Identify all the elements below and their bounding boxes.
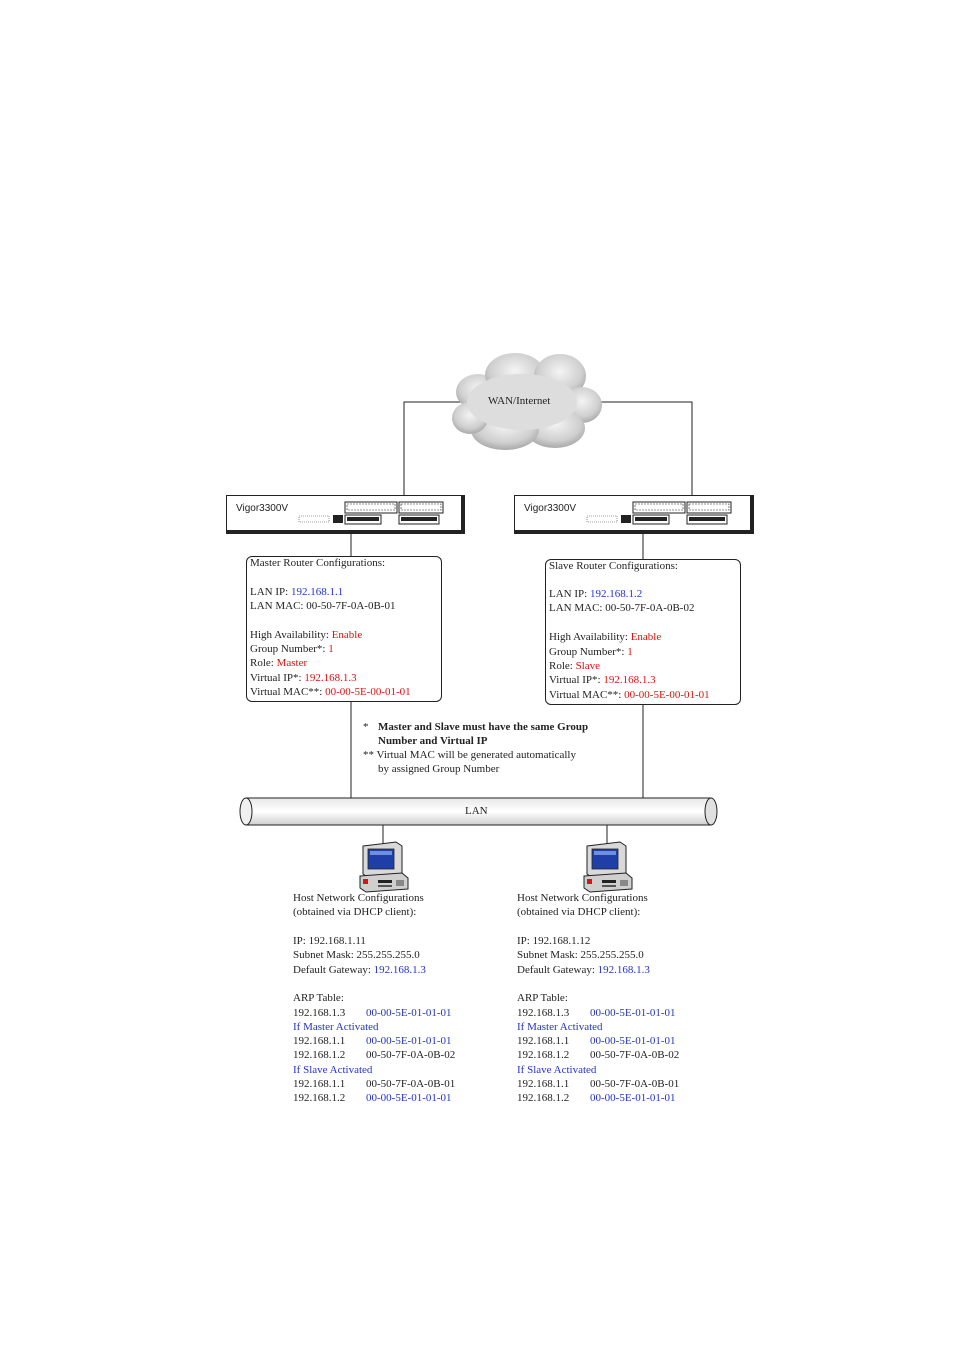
- host-right-arp-ip: 192.168.1.3: [517, 1007, 570, 1019]
- host-right-title-1: Host Network Configurations: [517, 892, 648, 904]
- host-right-arp-title: ARP Table:: [517, 992, 568, 1004]
- slave-role: Role: Slave: [549, 660, 601, 672]
- host-right-m1-ip: 192.168.1.1: [517, 1035, 570, 1047]
- host-left-arp-ip: 192.168.1.3: [293, 1007, 346, 1019]
- host-right-gateway: Default Gateway: 192.168.1.3: [517, 964, 650, 976]
- host-left-title-2: (obtained via DHCP client):: [293, 906, 417, 918]
- host-left-m2-mac: 00-50-7F-0A-0B-02: [366, 1049, 456, 1061]
- host-right-s1-mac: 00-50-7F-0A-0B-01: [590, 1078, 680, 1090]
- host-left-slave-heading: If Slave Activated: [293, 1064, 373, 1076]
- host-left-m2-ip: 192.168.1.2: [293, 1049, 346, 1061]
- note-2-line-2: by assigned Group Number: [378, 763, 500, 775]
- host-left-master-heading: If Master Activated: [293, 1021, 379, 1033]
- lan-pipe-icon: [239, 797, 718, 826]
- master-config-title: Master Router Configurations:: [250, 557, 386, 569]
- master-role: Role: Master: [250, 657, 308, 669]
- note-2-line-1: ** Virtual MAC will be generated automat…: [363, 749, 576, 761]
- slave-router-model: Vigor3300V: [524, 503, 577, 514]
- note-1-line-1: Master and Slave must have the same Grou…: [378, 721, 589, 733]
- master-router-model: Vigor3300V: [236, 503, 289, 514]
- wan-cloud-icon: [452, 353, 602, 450]
- lan-label: LAN: [465, 805, 488, 817]
- master-ha: High Availability: Enable: [250, 629, 363, 641]
- host-right-s2-ip: 192.168.1.2: [517, 1092, 570, 1104]
- host-right-m2-mac: 00-50-7F-0A-0B-02: [590, 1049, 680, 1061]
- master-lan-mac: LAN MAC: 00-50-7F-0A-0B-01: [250, 600, 396, 612]
- router-ports-icon: [586, 501, 732, 525]
- slave-vmac: Virtual MAC**: 00-00-5E-00-01-01: [549, 689, 710, 701]
- host-right-mask: Subnet Mask: 255.255.255.0: [517, 949, 644, 961]
- host-right-ip: IP: 192.168.1.12: [517, 935, 591, 947]
- slave-router: Vigor3300V: [514, 495, 754, 534]
- host-left-s2-mac: 00-00-5E-01-01-01: [366, 1092, 452, 1104]
- slave-ha: High Availability: Enable: [549, 631, 662, 643]
- pc-icon-left: [359, 841, 409, 893]
- wan-label: WAN/Internet: [488, 395, 551, 407]
- host-left-ip: IP: 192.168.1.11: [293, 935, 366, 947]
- host-right-m1-mac: 00-00-5E-01-01-01: [590, 1035, 676, 1047]
- note-1-mark: *: [363, 721, 369, 733]
- host-right-m2-ip: 192.168.1.2: [517, 1049, 570, 1061]
- host-left-m1-ip: 192.168.1.1: [293, 1035, 346, 1047]
- master-vip: Virtual IP*: 192.168.1.3: [250, 672, 357, 684]
- wan-link-slave: [590, 401, 693, 497]
- slave-config-box: [545, 559, 741, 705]
- pc-icon-right: [583, 841, 633, 893]
- host-left-gateway: Default Gateway: 192.168.1.3: [293, 964, 426, 976]
- host-right-title-2: (obtained via DHCP client):: [517, 906, 641, 918]
- master-lan-ip: LAN IP: 192.168.1.1: [250, 586, 344, 598]
- slave-group: Group Number*: 1: [549, 646, 633, 658]
- host-right-slave-heading: If Slave Activated: [517, 1064, 597, 1076]
- host-left-s2-ip: 192.168.1.2: [293, 1092, 346, 1104]
- note-1-line-2: Number and Virtual IP: [378, 735, 488, 747]
- host-left-arp-title: ARP Table:: [293, 992, 344, 1004]
- wan-link-master: [403, 401, 470, 497]
- host-right-s2-mac: 00-00-5E-01-01-01: [590, 1092, 676, 1104]
- master-vmac: Virtual MAC**: 00-00-5E-00-01-01: [250, 686, 411, 698]
- host-right-s1-ip: 192.168.1.1: [517, 1078, 570, 1090]
- slave-lan-mac: LAN MAC: 00-50-7F-0A-0B-02: [549, 602, 695, 614]
- host-left-title-1: Host Network Configurations: [293, 892, 424, 904]
- master-config-box: [246, 556, 442, 702]
- slave-lan-ip: LAN IP: 192.168.1.2: [549, 588, 643, 600]
- master-router: Vigor3300V: [226, 495, 465, 534]
- host-left-mask: Subnet Mask: 255.255.255.0: [293, 949, 420, 961]
- host-left-m1-mac: 00-00-5E-01-01-01: [366, 1035, 452, 1047]
- slave-vip: Virtual IP*: 192.168.1.3: [549, 674, 656, 686]
- host-right-master-heading: If Master Activated: [517, 1021, 603, 1033]
- host-left-arp-mac: 00-00-5E-01-01-01: [366, 1007, 452, 1019]
- host-right-arp-mac: 00-00-5E-01-01-01: [590, 1007, 676, 1019]
- router-ports-icon: [298, 501, 444, 525]
- master-group: Group Number*: 1: [250, 643, 334, 655]
- slave-config-title: Slave Router Configurations:: [549, 560, 678, 572]
- host-left-s1-ip: 192.168.1.1: [293, 1078, 346, 1090]
- host-left-s1-mac: 00-50-7F-0A-0B-01: [366, 1078, 456, 1090]
